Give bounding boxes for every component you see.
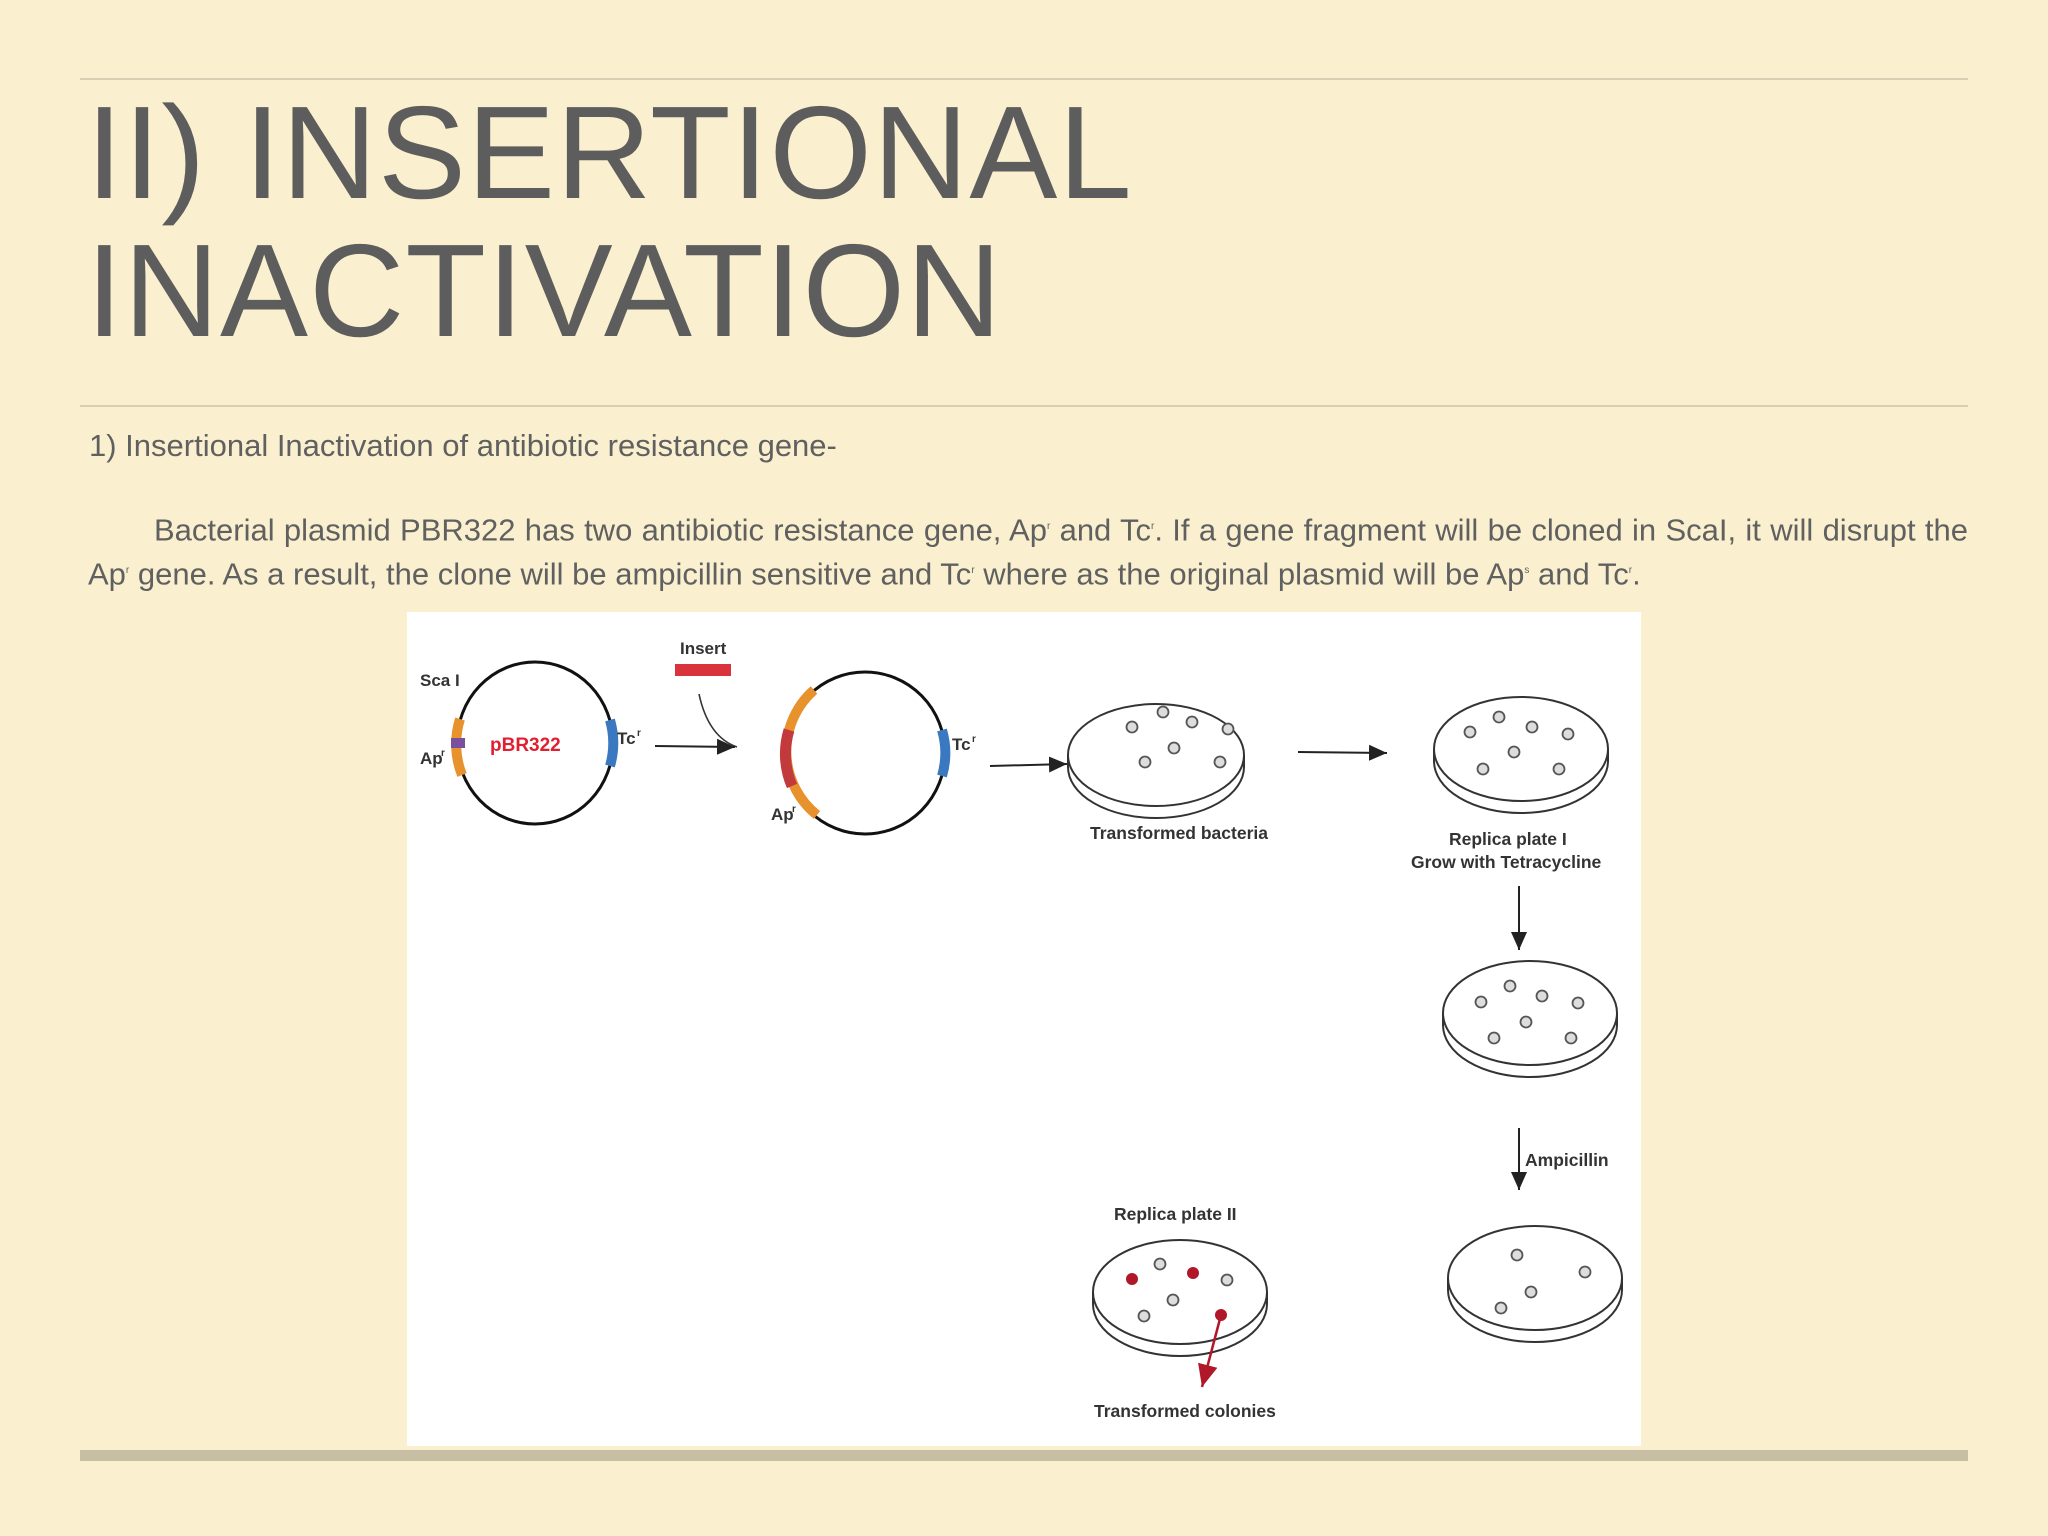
sup-r-1: r xyxy=(1046,521,1051,532)
label-tcr-1: Tc xyxy=(617,729,636,748)
plate-ampicillin xyxy=(1447,1225,1623,1343)
label-replica-1-line2: Grow with Tetracycline xyxy=(1411,852,1602,872)
plate-tetracycline-grown xyxy=(1442,960,1618,1078)
top-divider xyxy=(80,78,1968,80)
plate-replica-2: Replica plate II Transformed colonies xyxy=(1092,1204,1276,1421)
recombinant-plasmid: Tc r Ap r xyxy=(771,670,976,836)
diagram-svg: Sca I pBR322 Ap r Tc r Insert Tc r Ap r … xyxy=(420,639,1623,1421)
label-apr-2: Ap xyxy=(771,805,794,824)
tc-gene-segment-2 xyxy=(937,728,951,778)
bottom-divider xyxy=(80,1450,1968,1461)
label-scai: Sca I xyxy=(420,671,460,690)
para-text-5: where as the original plasmid will be Ap xyxy=(974,556,1525,592)
label-transformed-bacteria: Transformed bacteria xyxy=(1090,823,1268,843)
para-text-7: . xyxy=(1632,556,1641,592)
label-transformed-colonies: Transformed colonies xyxy=(1094,1401,1276,1421)
insert-bar xyxy=(675,664,731,676)
sup-r-5: r xyxy=(1628,565,1633,577)
label-tcr-2: Tc xyxy=(952,735,971,754)
arrow-2 xyxy=(989,756,1068,773)
label-insert: Insert xyxy=(680,639,727,658)
label-apr-1: Ap xyxy=(420,749,443,768)
para-text-6: and Tc xyxy=(1529,556,1629,592)
plasmid-pbr322: Sca I pBR322 Ap r Tc r xyxy=(420,660,641,826)
sup-s-1: s xyxy=(1524,565,1530,577)
para-text-2: and Tc xyxy=(1050,512,1152,548)
arrow-3 xyxy=(1297,744,1388,761)
label-replica-1-line1: Replica plate I xyxy=(1449,829,1567,849)
label-tcr-1-sup: r xyxy=(637,728,641,739)
colony-pointer-arrow xyxy=(1198,1314,1223,1388)
insert-fragment: Insert xyxy=(675,639,738,748)
ap-gene-disrupted xyxy=(781,686,821,819)
sup-r-4: r xyxy=(971,565,975,577)
body-paragraph: Bacterial plasmid PBR322 has two antibio… xyxy=(88,506,1968,595)
sup-r-2: r xyxy=(1151,521,1155,532)
scai-site xyxy=(451,738,465,748)
insert-guide-line xyxy=(698,693,738,748)
plate-transformed-bacteria: Transformed bacteria xyxy=(1067,703,1268,843)
inserted-fragment xyxy=(779,728,798,789)
title-divider xyxy=(80,405,1968,407)
title-line-1: II) INSERTIONAL xyxy=(86,79,1133,226)
label-plasmid: pBR322 xyxy=(490,735,561,756)
slide-title: II) INSERTIONAL INACTIVATION xyxy=(86,84,1686,360)
para-text-3: . If a gene fragment will be cloned in S… xyxy=(88,512,1969,592)
label-replica-2: Replica plate II xyxy=(1114,1204,1237,1224)
para-text-1: Bacterial plasmid PBR322 has two antibio… xyxy=(154,512,1047,548)
sup-r-3: r xyxy=(125,565,130,577)
label-apr-1-sup: r xyxy=(441,748,445,759)
arrow-1 xyxy=(654,738,736,755)
plate-replica-1: Replica plate I Grow with Tetracycline xyxy=(1411,696,1609,872)
red-colony xyxy=(1187,1267,1199,1279)
tc-gene-segment xyxy=(605,718,619,768)
insertional-inactivation-diagram: Sca I pBR322 Ap r Tc r Insert Tc r Ap r … xyxy=(407,612,1641,1446)
label-tcr-2-sup: r xyxy=(972,734,976,745)
red-colony xyxy=(1126,1273,1138,1285)
label-ampicillin: Ampicillin xyxy=(1525,1150,1609,1170)
subheading: 1) Insertional Inactivation of antibioti… xyxy=(89,428,837,463)
para-text-4: gene. As a result, the clone will be amp… xyxy=(129,556,972,592)
title-line-2: INACTIVATION xyxy=(86,217,1003,364)
label-apr-2-sup: r xyxy=(792,804,796,815)
